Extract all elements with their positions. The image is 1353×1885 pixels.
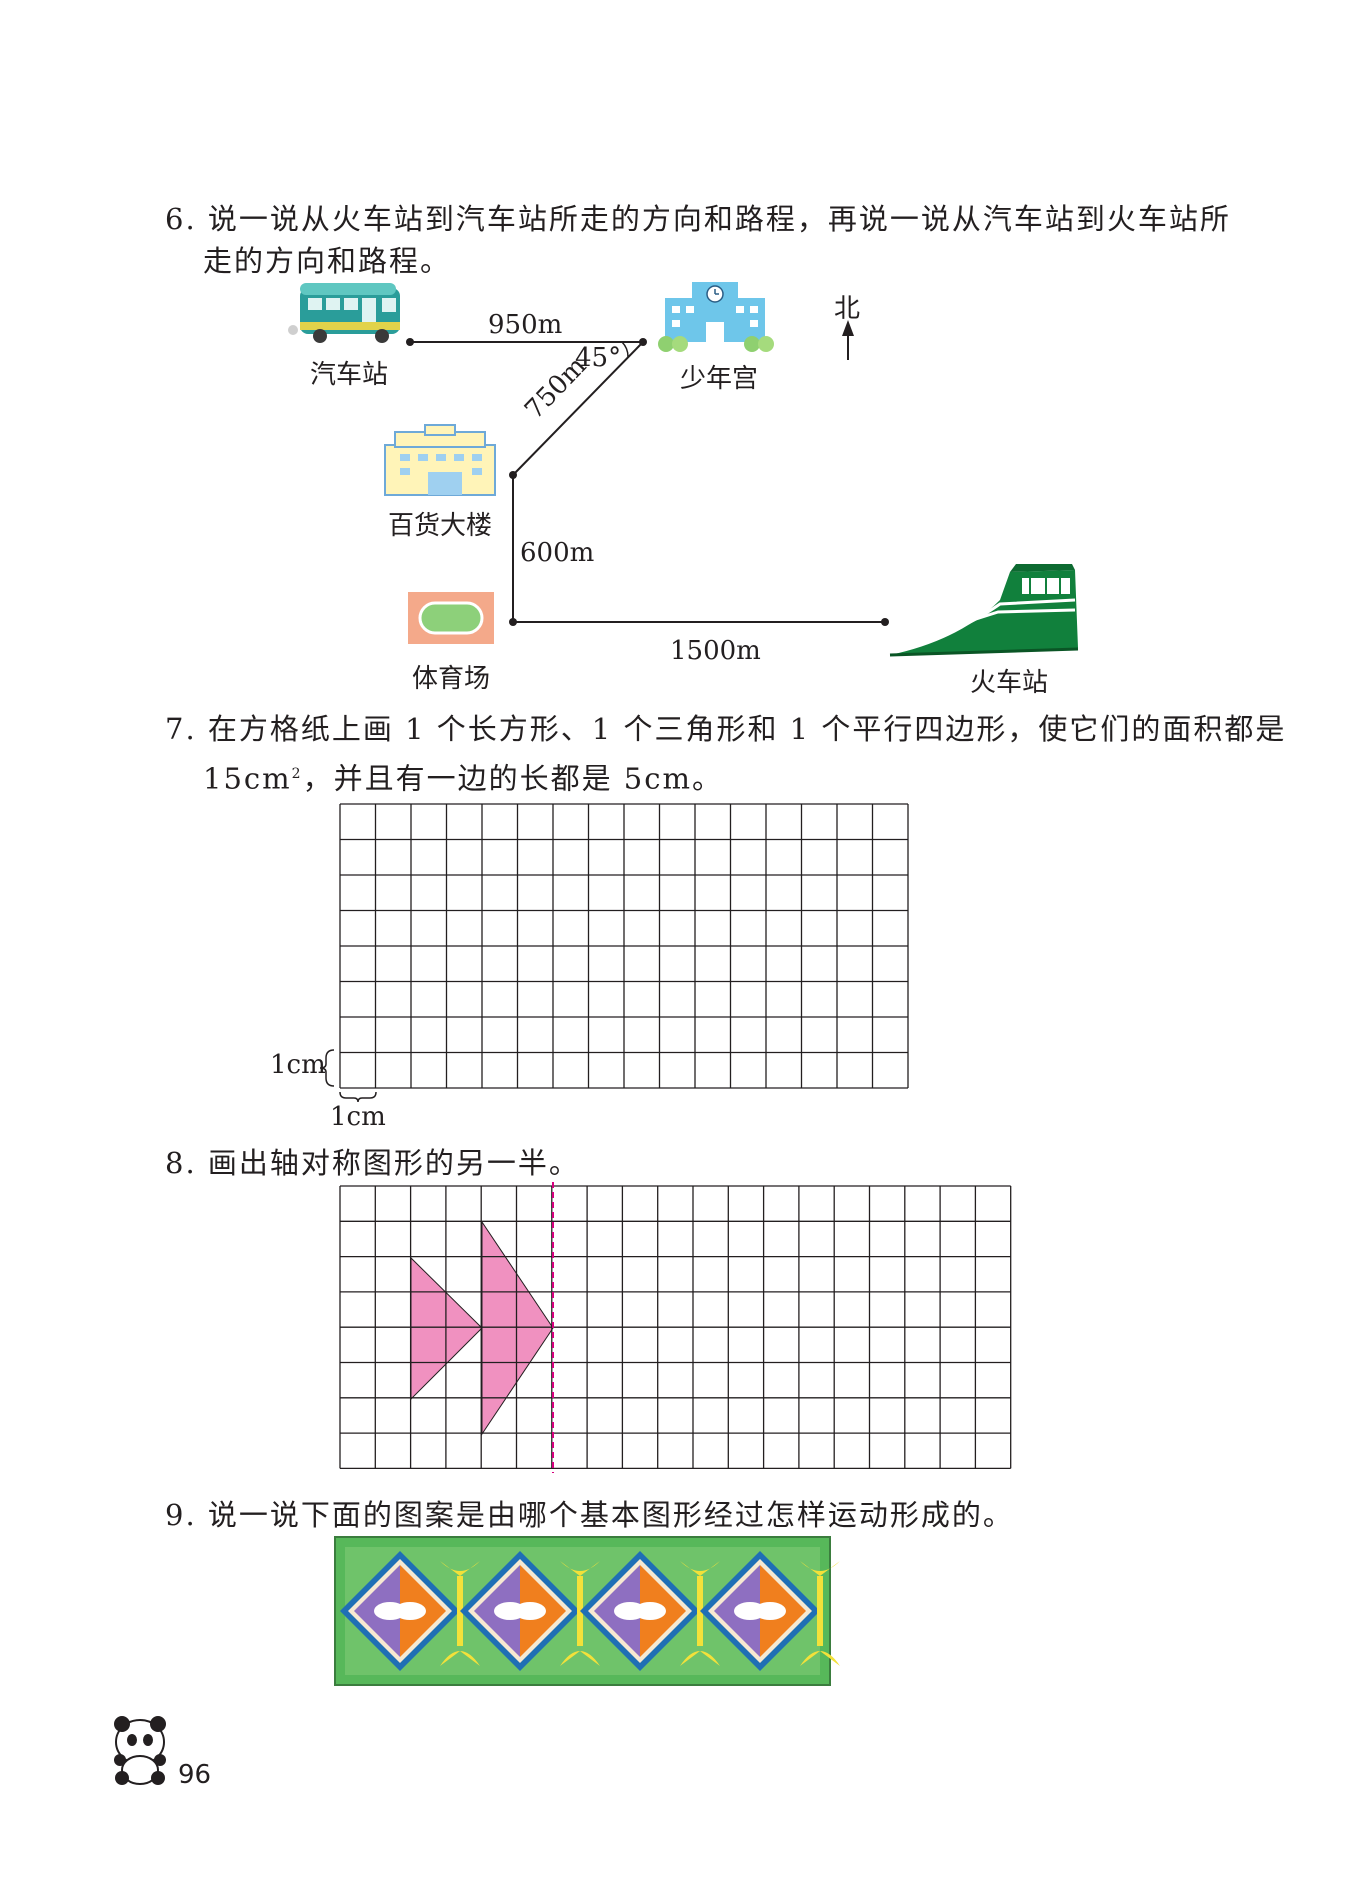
youth-palace-icon [658,282,774,352]
pattern-fish-right [754,1602,786,1620]
distance-950m: 950m [488,310,563,340]
label-bus-station: 汽车站 [310,360,389,390]
large-triangle [481,1220,554,1436]
stadium-icon [408,592,494,644]
angle-45: 45° [575,343,622,373]
distance-600m: 600m [520,538,595,568]
pattern-leaf-top [560,1561,600,1576]
label-north: 北 [834,294,861,324]
page-number: 96 [178,1760,212,1790]
pattern-leaf-top [440,1561,480,1576]
q9-text: 9. 说一说下面的图案是由哪个基本图形经过怎样运动形成的。 [165,1498,1014,1532]
pattern-leaf-top [680,1561,720,1576]
q7-area-sup: 2 [291,766,303,782]
pattern-leaf-top [800,1561,840,1576]
distance-1500m: 1500m [670,636,761,666]
pattern-stem [817,1576,823,1646]
label-stadium: 体育场 [412,664,491,694]
pattern-leaf-bottom [560,1651,600,1666]
q7-unit-bottom: 1cm [330,1102,386,1132]
label-train-station: 火车站 [970,668,1049,698]
pattern-fish-right [394,1602,426,1620]
train-icon [889,564,1079,657]
q6-text-line2: 走的方向和路程。 [203,244,452,278]
bus-icon [288,283,400,343]
north-arrow-icon [842,320,854,360]
q7-area-value: 15cm [203,761,292,796]
q7-text-line2: 15cm2，并且有一边的长都是 5cm。 [203,753,723,800]
department-store-icon [384,424,496,496]
pattern-leaf-bottom [680,1651,720,1666]
q6-text-line1: 6. 说一说从火车站到汽车站所走的方向和路程，再说一说从汽车站到火车站所 [165,202,1231,236]
q7-text-rest: ，并且有一边的长都是 5cm。 [302,761,723,796]
pattern-leaf-bottom [800,1651,840,1666]
route-palace-store [512,341,644,476]
pattern-fish-right [634,1602,666,1620]
q7-unit-side: 1cm [270,1050,326,1080]
q6-route-map [288,282,1079,657]
label-youth-palace: 少年宫 [680,364,759,394]
q8-text: 8. 画出轴对称图形的另一半。 [165,1146,580,1180]
pattern-fish-right [514,1602,546,1620]
q7-text-line1: 7. 在方格纸上画 1 个长方形、1 个三角形和 1 个平行四边形，使它们的面积… [165,712,1287,746]
label-dept-store: 百货大楼 [388,511,493,541]
pattern-leaf-bottom [440,1651,480,1666]
